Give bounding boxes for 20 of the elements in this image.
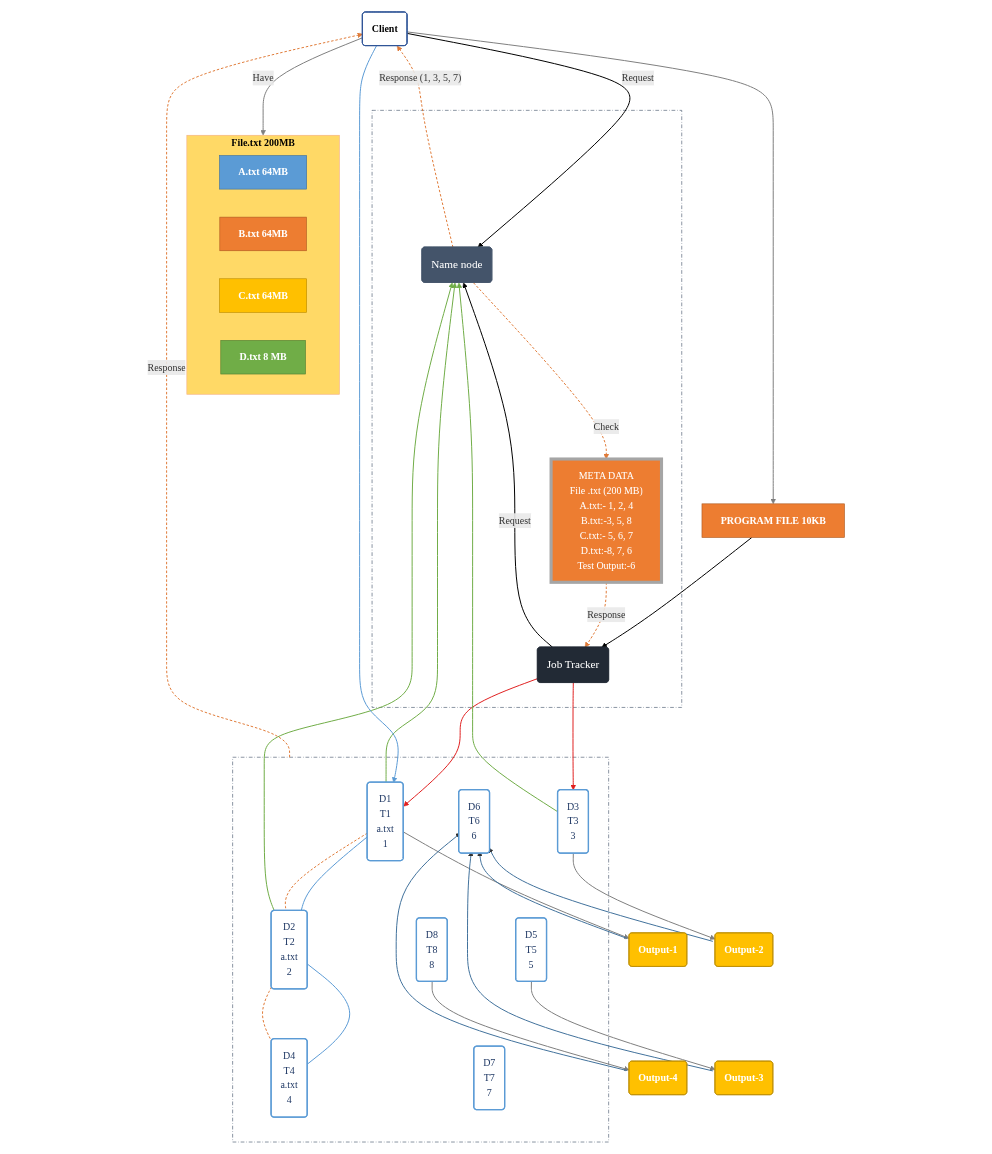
arrow: [260, 37, 363, 136]
node-box: PROGRAM FILE 10KB: [701, 503, 845, 538]
edge-label: Check: [593, 421, 620, 432]
edge-label: Response (1, 3, 5, 7): [379, 72, 462, 83]
edge-label: Request: [498, 515, 531, 526]
edge-label: Response: [587, 609, 626, 620]
node-box: A.txt 64MB: [219, 155, 307, 190]
node-box: D.txt 8 MB: [220, 340, 306, 375]
edge-label: Have: [252, 72, 274, 83]
connector: [300, 836, 368, 912]
node-box: B.txt 64MB: [219, 216, 307, 252]
cluster: [232, 756, 609, 1143]
connector: [262, 986, 272, 1042]
connector: [307, 963, 351, 1065]
cluster: [371, 110, 683, 708]
edge-label: Response: [147, 361, 186, 373]
node-box: C.txt 64MB: [219, 278, 307, 313]
node-box: META DATA File .txt (200 MB) A.txt:- 1, 2, 4 B.txt:-3, 5, 8 C.txt:- 5, 6, 7 D.txt:-8, 7, 6 Test Output:-6: [549, 457, 664, 584]
edge-label: Request: [621, 72, 654, 83]
connector: [284, 832, 368, 912]
